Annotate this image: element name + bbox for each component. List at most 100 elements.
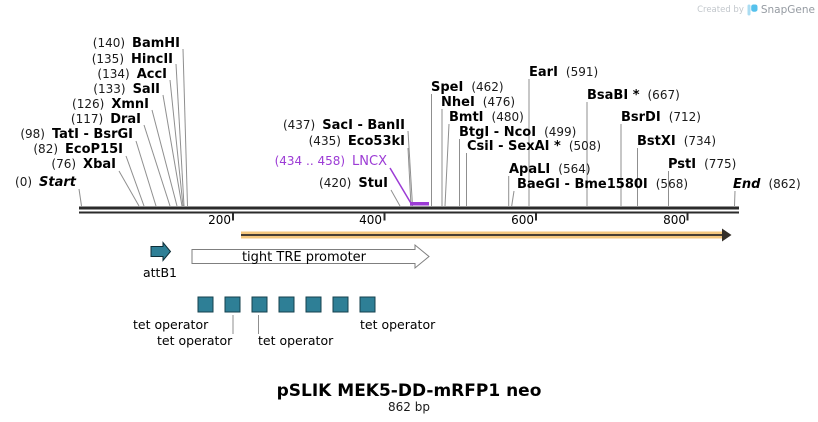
site-label-nhei[interactable]: NheI (476) bbox=[441, 95, 515, 110]
site-position: (564) bbox=[558, 162, 591, 176]
tet-operator-label-3[interactable]: tet operator bbox=[258, 333, 334, 348]
lncx-leader-line bbox=[389, 167, 412, 203]
site-position: (117) bbox=[70, 112, 104, 126]
site-position: (862) bbox=[768, 177, 801, 191]
construct-span-arrowhead bbox=[722, 228, 732, 242]
marker-name: Start bbox=[39, 175, 76, 190]
site-position: (140) bbox=[92, 36, 126, 50]
leader-line bbox=[151, 109, 178, 207]
site-position: (591) bbox=[565, 65, 599, 79]
site-label-sali[interactable]: (133)SalI bbox=[93, 82, 160, 97]
sequence-line-top[interactable] bbox=[79, 206, 739, 210]
tet-operator-box[interactable] bbox=[359, 296, 376, 313]
site-position: (499) bbox=[544, 125, 577, 139]
map-title: pSLIK MEK5-DD-mRFP1 neo bbox=[276, 381, 542, 401]
tet-operator-box[interactable] bbox=[251, 296, 268, 313]
site-position: (134) bbox=[97, 67, 130, 81]
enzyme-name: AccI bbox=[136, 67, 167, 82]
tet-operator-label-2[interactable]: tet operator bbox=[157, 333, 233, 348]
enzyme-name: BamHI bbox=[132, 36, 180, 51]
site-position: (420) bbox=[319, 176, 352, 190]
enzyme-name: BsrDI bbox=[621, 110, 661, 125]
leader-line bbox=[78, 188, 82, 207]
site-position: (476) bbox=[482, 95, 516, 109]
ruler-tick-marks bbox=[232, 213, 689, 221]
site-label-apali[interactable]: ApaLI (564) bbox=[509, 162, 591, 177]
site-label-xmni[interactable]: (126)XmnI bbox=[72, 97, 149, 112]
site-label-bmti[interactable]: BmtI(480) bbox=[449, 110, 524, 125]
site-position: (462) bbox=[471, 80, 504, 94]
site-label-tati-bsrgi[interactable]: (98)TatI - BsrGI bbox=[20, 127, 133, 142]
site-label-acci[interactable]: (134) AccI bbox=[97, 67, 167, 82]
enzyme-name: SacI - BanII bbox=[322, 118, 405, 133]
attb1-label[interactable]: attB1 bbox=[143, 265, 177, 280]
tet-operator-boxes bbox=[197, 296, 376, 313]
tet-operator-box[interactable] bbox=[197, 296, 214, 313]
enzyme-name: HincII bbox=[131, 52, 173, 67]
enzyme-name: ApaLI bbox=[509, 162, 551, 177]
construct-span-bar-centerline bbox=[241, 234, 722, 236]
enzyme-name: Eco53kI bbox=[347, 134, 405, 149]
site-label-drai[interactable]: (117) DraI bbox=[71, 112, 141, 127]
lncx-region-bar[interactable] bbox=[410, 202, 429, 206]
site-label-bstxi[interactable]: BstXI(734) bbox=[637, 134, 716, 149]
end-marker-label[interactable]: End(862) bbox=[733, 177, 801, 192]
tre-promoter-label[interactable]: tight TRE promoter bbox=[241, 250, 367, 265]
leader-line bbox=[169, 79, 184, 207]
ruler-tick-600: 600 bbox=[511, 213, 534, 227]
leader-lines-right bbox=[431, 79, 736, 207]
site-label-btgi-ncoi[interactable]: BtgI - NcoI(499) bbox=[459, 125, 576, 140]
site-label-bamhi[interactable]: (140) BamHI bbox=[93, 36, 180, 51]
enzyme-name: EcoP15I bbox=[65, 142, 123, 157]
site-position: (82) bbox=[33, 142, 59, 156]
leader-line bbox=[135, 140, 157, 207]
site-label-bsabi[interactable]: BsaBI *(667) bbox=[587, 88, 680, 103]
lncx-feature-label[interactable]: (434 .. 458)LNCX bbox=[275, 154, 387, 169]
start-marker-label[interactable]: (0)Start bbox=[15, 175, 76, 190]
tet-operator-box[interactable] bbox=[278, 296, 295, 313]
site-label-eco53ki[interactable]: (435)Eco53kI bbox=[309, 134, 405, 149]
tet-operator-box[interactable] bbox=[332, 296, 349, 313]
construct-span-arrow[interactable] bbox=[241, 228, 732, 242]
site-position: (775) bbox=[704, 157, 737, 171]
tet-operator-label-4[interactable]: tet operator bbox=[360, 317, 436, 332]
site-position: (734) bbox=[683, 134, 717, 148]
enzyme-name: BmtI bbox=[449, 110, 484, 125]
tet-operator-label-1[interactable]: tet operator bbox=[133, 317, 209, 332]
enzyme-name: NheI bbox=[441, 95, 475, 110]
snapgene-brand-text: SnapGene bbox=[760, 4, 815, 16]
site-label-eari[interactable]: EarI(591) bbox=[529, 65, 598, 80]
tet-operator-box[interactable] bbox=[224, 296, 241, 313]
enzyme-name: XmnI bbox=[111, 97, 149, 112]
leader-line bbox=[407, 130, 413, 207]
enzyme-name: BsaBI * bbox=[587, 88, 640, 103]
leader-line bbox=[734, 190, 736, 207]
tre-promoter-arrow[interactable] bbox=[191, 243, 430, 270]
leader-line bbox=[118, 170, 140, 207]
enzyme-name: BaeGI - Bme1580I bbox=[517, 177, 648, 192]
map-length: 862 bp bbox=[388, 400, 430, 414]
site-label-ecop15i[interactable]: (82) EcoP15I bbox=[33, 142, 123, 157]
site-label-bsrdi[interactable]: BsrDI(712) bbox=[621, 110, 701, 125]
leader-line bbox=[182, 48, 188, 207]
site-label-xbai[interactable]: (76)XbaI bbox=[51, 157, 116, 172]
leader-line bbox=[175, 63, 185, 207]
attb1-arrow[interactable] bbox=[150, 241, 172, 262]
leader-line bbox=[511, 190, 515, 207]
site-label-baegi-bme1580i[interactable]: BaeGI - Bme1580I(568) bbox=[517, 177, 688, 192]
site-label-stui[interactable]: (420)StuI bbox=[319, 176, 388, 191]
site-label-spei[interactable]: SpeI(462) bbox=[431, 80, 504, 95]
site-label-hincii[interactable]: (135)HincII bbox=[92, 52, 173, 67]
sequence-line-bottom[interactable] bbox=[79, 211, 739, 214]
site-label-csii-sexai[interactable]: CsiI - SexAI *(508) bbox=[467, 139, 601, 154]
leader-line bbox=[407, 147, 412, 207]
tet-operator-box[interactable] bbox=[305, 296, 322, 313]
snapgene-watermark: Created by SnapGene bbox=[697, 3, 815, 17]
enzyme-name: DraI bbox=[110, 112, 141, 127]
site-position: (437) bbox=[282, 118, 316, 132]
site-label-psti[interactable]: PstI(775) bbox=[668, 157, 736, 172]
site-label-saci-banii[interactable]: (437) SacI - BanII bbox=[283, 118, 405, 133]
tet-operator-leader-lines bbox=[232, 315, 259, 334]
